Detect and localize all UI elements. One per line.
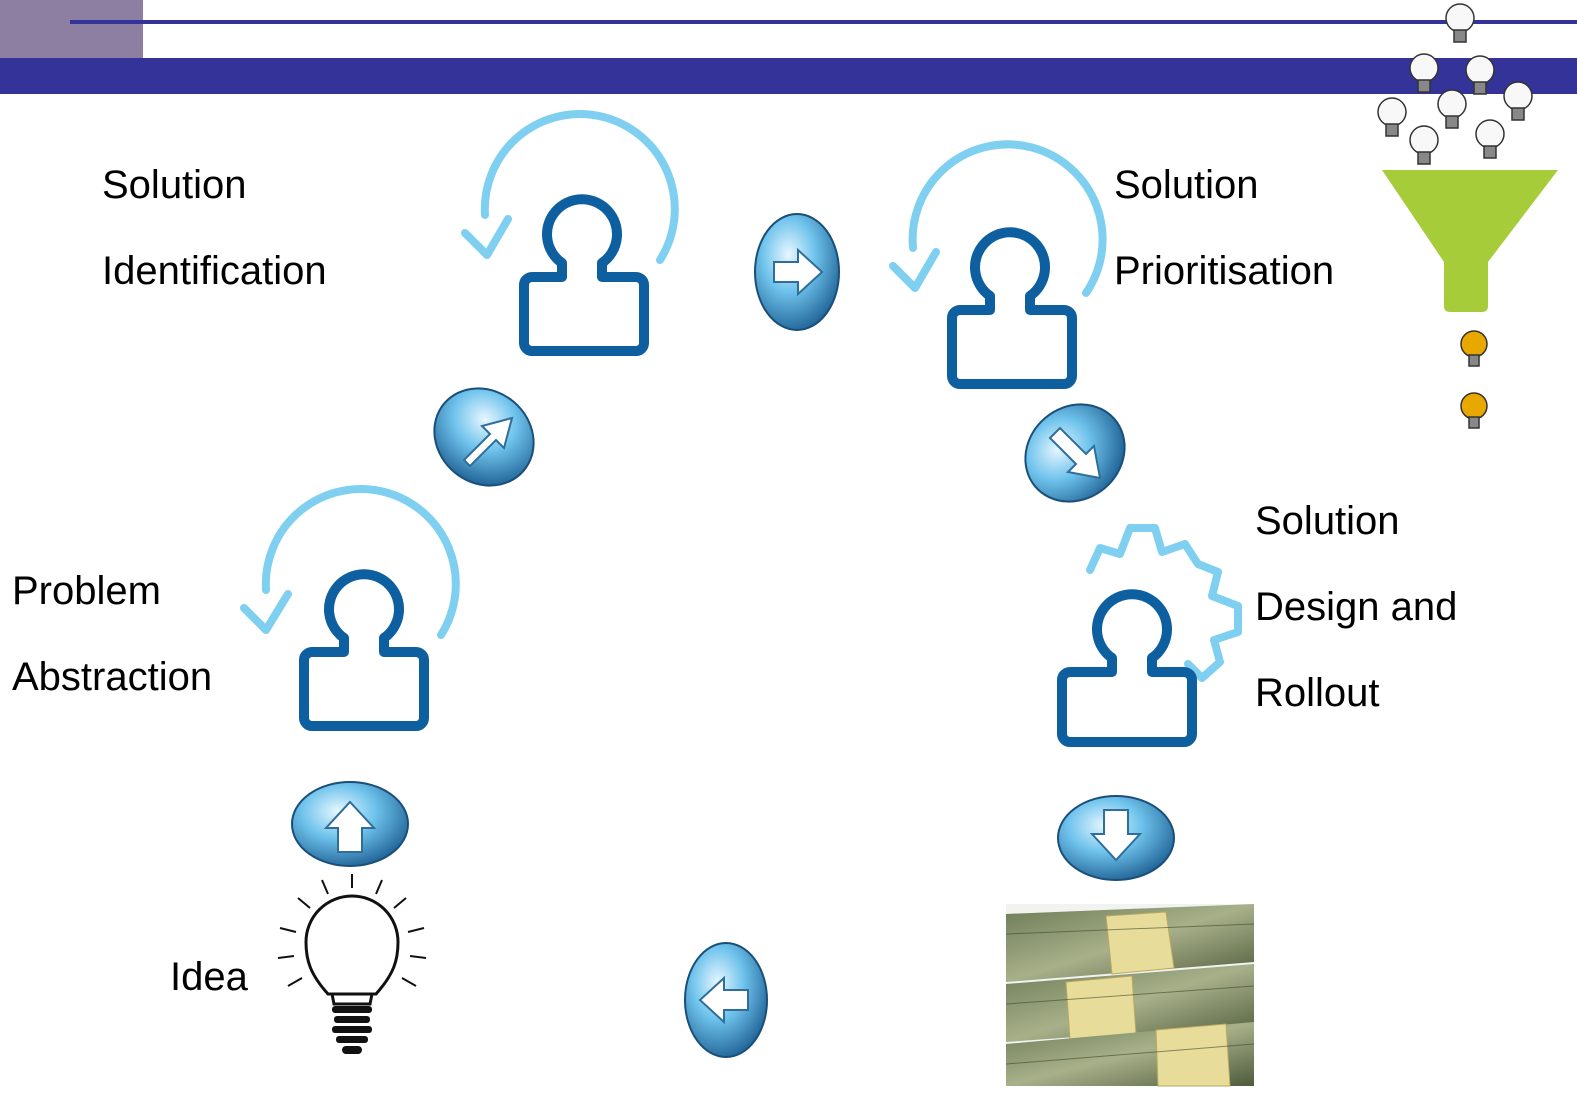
arrow-up-icon xyxy=(323,800,377,853)
label-line: Rollout xyxy=(1255,671,1380,715)
person-cycle-icon xyxy=(889,140,1107,389)
label-idea: Idea xyxy=(170,955,248,999)
label-solution-design-rollout: Solution Design and Rollout xyxy=(1255,478,1457,736)
person-cycle-icon xyxy=(240,485,460,731)
label-line: Identification xyxy=(102,249,327,293)
label-line: Problem xyxy=(12,569,161,613)
arrow-down-button[interactable] xyxy=(1054,792,1178,884)
arrow-up-button[interactable] xyxy=(288,778,412,870)
person-gear-icon xyxy=(1057,524,1242,747)
money-stack-icon xyxy=(1005,904,1255,1087)
label-line: Design and xyxy=(1255,585,1458,629)
header-band xyxy=(0,58,1577,94)
header-rule xyxy=(70,20,1577,24)
lightbulb-icon xyxy=(277,874,427,1054)
label-problem-abstraction: Problem Abstraction xyxy=(12,548,212,720)
arrow-up-right-button[interactable] xyxy=(428,382,540,492)
arrow-down-right-button[interactable] xyxy=(1020,398,1130,508)
arrow-up-right-icon xyxy=(462,416,514,468)
person-cycle-icon xyxy=(461,110,679,356)
label-line: Solution xyxy=(1114,163,1259,207)
arrow-right-icon xyxy=(773,247,824,297)
arrow-down-icon xyxy=(1089,809,1143,862)
funnel-icon xyxy=(1377,3,1558,429)
label-line: Abstraction xyxy=(12,655,213,699)
arrow-left-icon xyxy=(698,975,749,1025)
label-solution-prioritisation: Solution Prioritisation xyxy=(1114,142,1334,314)
arrow-right-button[interactable] xyxy=(752,212,844,332)
arrow-down-right-icon xyxy=(1048,426,1102,480)
arrow-left-button[interactable] xyxy=(682,940,772,1060)
label-solution-identification: Solution Identification xyxy=(102,142,327,314)
label-line: Solution xyxy=(102,163,247,207)
label-line: Prioritisation xyxy=(1114,249,1335,293)
label-line: Solution xyxy=(1255,499,1400,543)
header-accent-square xyxy=(0,0,143,58)
